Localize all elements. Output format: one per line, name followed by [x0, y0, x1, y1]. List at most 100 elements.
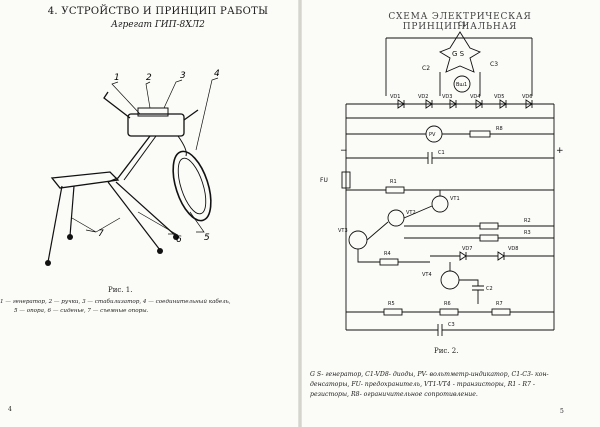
unit-title: Агрегат ГИП-8ХЛ2: [111, 20, 205, 30]
cable-lead: [177, 135, 187, 157]
support-strut: [107, 135, 151, 183]
legend-right-line-3: резисторы, R8- ограничительное сопротивл…: [310, 391, 478, 398]
foot-1: [45, 260, 51, 266]
generator-body: [127, 113, 185, 137]
label-vd4: VD4: [470, 94, 480, 100]
diode-vd1: [397, 99, 405, 109]
label-vt4: VT4: [422, 272, 432, 278]
generator-symbol: [438, 31, 482, 73]
fuse-fu: [341, 171, 351, 189]
label-vd5: VD5: [494, 94, 504, 100]
cable-coil: [172, 150, 212, 222]
transistor-vt4: [440, 270, 460, 290]
label-vd7: VD7: [462, 246, 472, 252]
label-fu: FU: [320, 177, 328, 184]
resistor-r7: [491, 308, 511, 316]
terminal-plus: +: [556, 146, 564, 156]
label-bsh: Вш1: [456, 82, 467, 88]
callout-3: 3: [180, 71, 186, 81]
circuit-schematic: G S C1 C2 C3 Вш1 VD1 VD2 VD3 VD4 VD5 VD6: [320, 21, 564, 336]
handle-right: [183, 109, 199, 121]
callout-2: 2: [146, 73, 152, 83]
label-c3: C3: [490, 61, 498, 68]
book-fold: [298, 0, 302, 427]
foot-3: [157, 248, 163, 254]
callout-7: 7: [98, 229, 104, 239]
label-vt3: VT3: [338, 228, 348, 234]
resistor-r3: [479, 234, 499, 242]
resistor-r1: [385, 186, 405, 194]
label-gs: G S: [452, 50, 465, 58]
foot-2: [67, 234, 73, 240]
transistor-vt1: [431, 195, 449, 213]
cable-coil-inner: [177, 157, 207, 215]
leg-rear-left: [69, 185, 75, 237]
legend-right-line-2: денсаторы, FU- предохранитель, VT1-VT4 -…: [310, 381, 535, 388]
transistor-vt2: [387, 209, 405, 227]
resistor-r5: [383, 308, 403, 316]
label-c1-top: C1: [458, 21, 466, 28]
legend-line-1: 1 — генератор, 2 — ручки, 3 — стабилизат…: [0, 299, 231, 305]
label-pv: PV: [429, 132, 436, 138]
diode-vd7: [459, 251, 467, 261]
callout-4: 4: [214, 69, 220, 79]
label-vd1: VD1: [390, 94, 400, 100]
label-c2-bottom: C2: [486, 286, 493, 292]
label-c3-bottom: C3: [448, 322, 455, 328]
label-vd6: VD6: [522, 94, 532, 100]
diode-vd2: [425, 99, 433, 109]
generator-assembly-drawing: 1 2 3 4 5 6 7: [45, 69, 220, 266]
label-r2: R2: [524, 218, 531, 224]
page-number-left: 4: [8, 406, 12, 413]
capacitor-c3: [346, 324, 554, 336]
leg-front-left: [47, 185, 63, 263]
figure-1-caption: Рис. 1.: [108, 286, 133, 294]
label-c1: C1: [438, 150, 445, 156]
section-title: 4. УСТРОЙСТВО И ПРИНЦИП РАБОТЫ: [47, 6, 269, 17]
seat: [50, 171, 120, 189]
label-r1: R1: [390, 179, 397, 185]
label-c2: C2: [422, 65, 430, 72]
page-number-right: 5: [560, 408, 564, 415]
figure-1-legend: 1 — генератор, 2 — ручки, 3 — стабилизат…: [0, 298, 296, 316]
diode-vd8: [497, 251, 505, 261]
label-r8: R8: [496, 126, 503, 132]
label-vd3: VD3: [442, 94, 452, 100]
terminal-minus: −: [340, 146, 348, 156]
leg-rear-right: [115, 181, 177, 237]
label-vd8: VD8: [508, 246, 518, 252]
resistor-r4: [379, 258, 399, 266]
resistor-r6: [439, 308, 459, 316]
label-vt2: VT2: [406, 210, 416, 216]
foot-4: [173, 234, 179, 240]
leg-front-right: [107, 181, 161, 251]
callout-1: 1: [114, 73, 120, 83]
right-page: СХЕМА ЭЛЕКТРИЧЕСКАЯ ПРИНЦИПИАЛЬНАЯ G S C…: [300, 0, 600, 427]
label-vd2: VD2: [418, 94, 428, 100]
figure-2-legend: G S- генератор, C1-VD8- диоды, PV- вольт…: [310, 370, 595, 400]
left-page: 4. УСТРОЙСТВО И ПРИНЦИП РАБОТЫ Агрегат Г…: [0, 6, 296, 413]
diode-vd3: [449, 99, 457, 109]
shunt-symbol: [453, 75, 471, 93]
resistor-r8: [469, 130, 491, 138]
legend-line-2: 5 — опора, 6 — сиденье, 7 — съемные опор…: [14, 308, 149, 314]
legend-right-line-1: G S- генератор, C1-VD8- диоды, PV- вольт…: [310, 371, 549, 378]
label-r6: R6: [444, 301, 451, 307]
transistor-vt3: [348, 230, 368, 250]
diode-vd4: [475, 99, 483, 109]
stabilizer-block: [137, 107, 169, 117]
callout-5: 5: [204, 233, 210, 243]
scheme-title: СХЕМА ЭЛЕКТРИЧЕСКАЯ ПРИНЦИПИАЛЬНАЯ: [388, 12, 532, 32]
capacitor-c2: [449, 262, 484, 304]
handle-left: [103, 91, 131, 119]
diode-vd5: [499, 99, 507, 109]
figure-2-caption: Рис. 2.: [434, 347, 459, 355]
label-r4: R4: [384, 251, 391, 257]
callout-6: 6: [176, 235, 182, 245]
resistor-r2: [479, 222, 499, 230]
label-r5: R5: [388, 301, 395, 307]
label-r3: R3: [524, 230, 531, 236]
diode-vd6: [525, 99, 533, 109]
capacitor-c1: [346, 152, 554, 164]
